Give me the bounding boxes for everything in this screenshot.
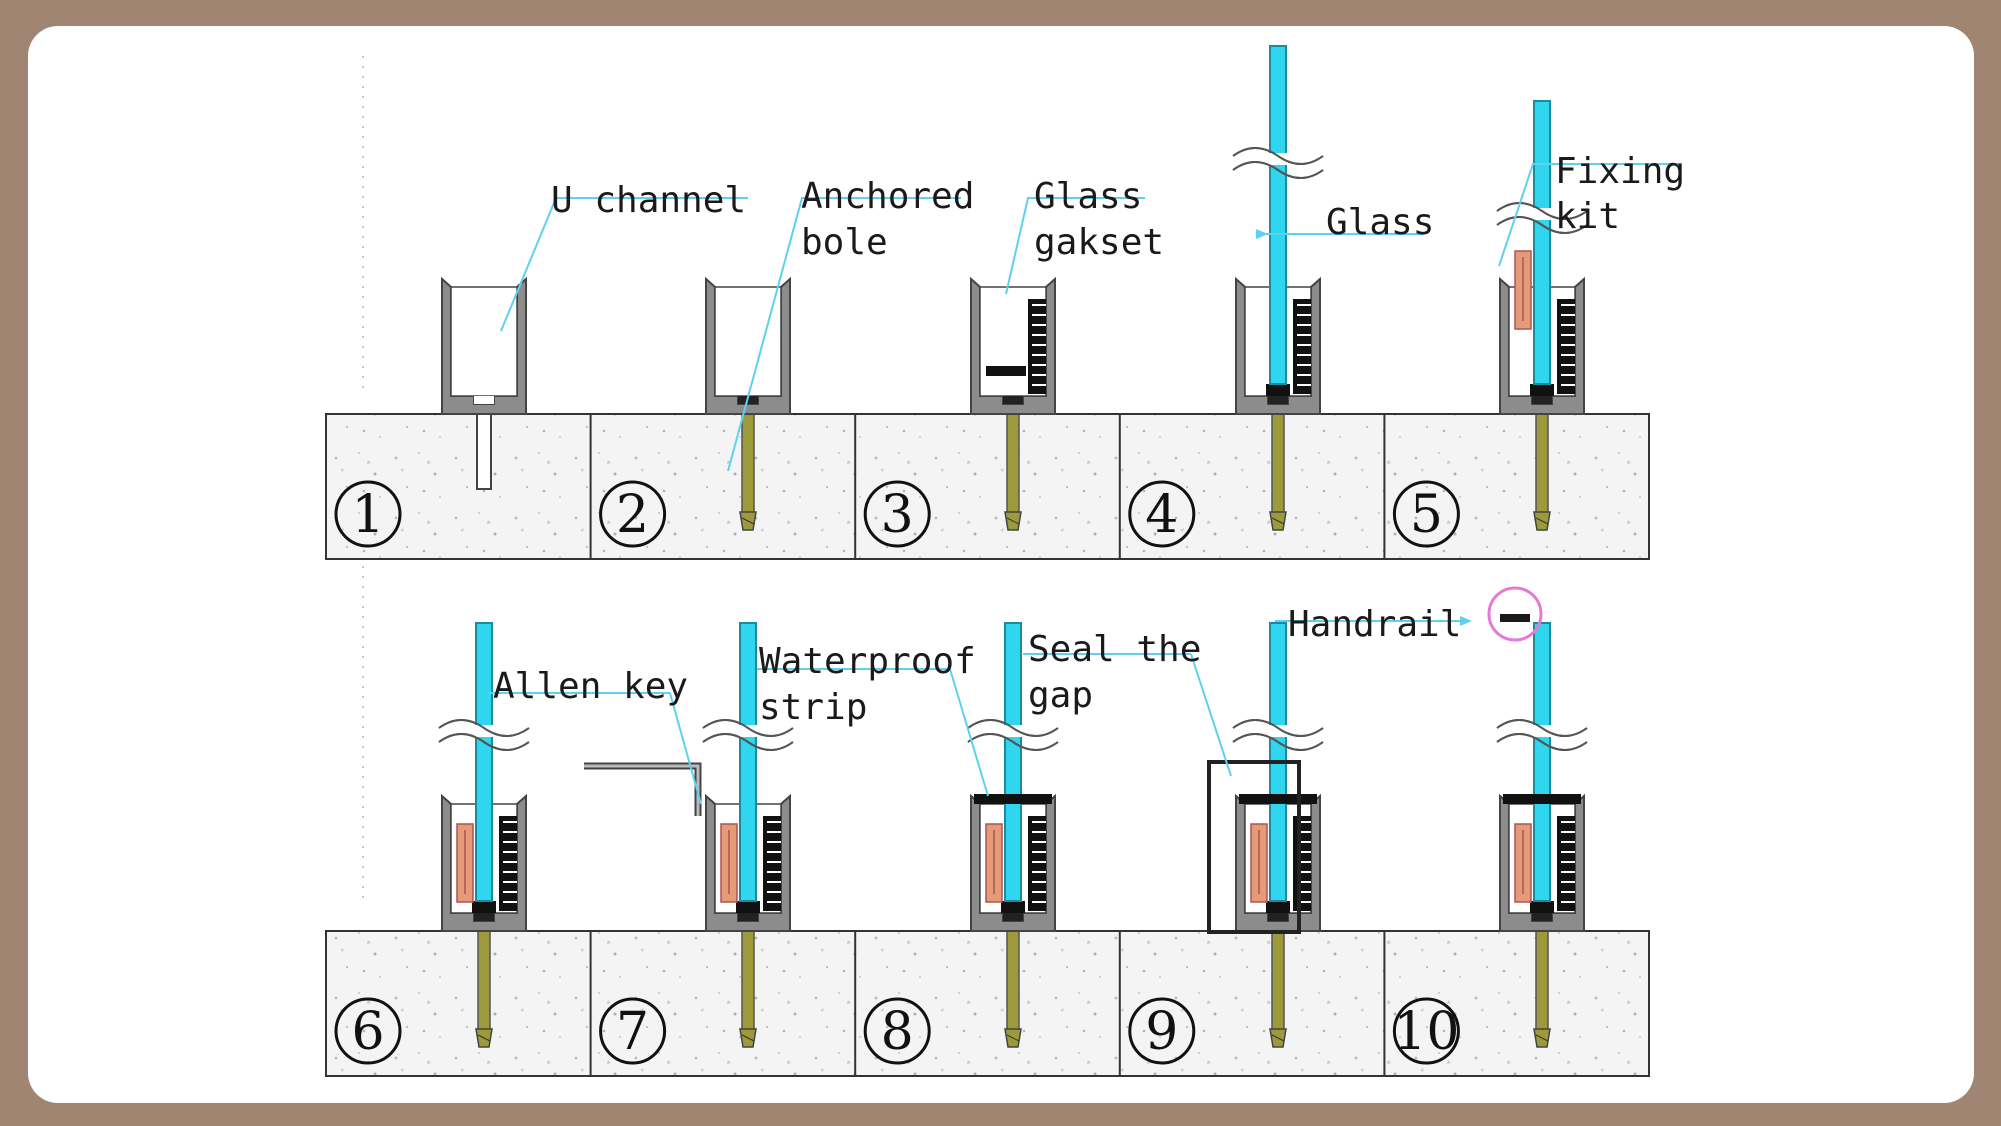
step-number-circle — [863, 480, 931, 548]
handrail-marker — [1487, 586, 1543, 642]
glass-gasket — [1028, 299, 1046, 394]
gasket-base-strip — [736, 901, 760, 913]
glass-panel — [739, 622, 757, 902]
step-number-label: 10 — [1393, 1002, 1459, 1062]
step-number-circle — [863, 997, 931, 1065]
label-waterproof-strip-line1: Waterproof — [759, 641, 976, 682]
gasket-base-strip — [1530, 384, 1554, 396]
glass-gasket — [499, 816, 517, 911]
anchor-bolt — [1271, 401, 1285, 515]
leader-lines — [488, 163, 1679, 805]
glass-gasket — [1293, 299, 1311, 394]
channel-base-bolt-head — [738, 913, 758, 921]
diagram-card: 1 2 3 4 5 6 7 8 9 10 U channel Anchored bole Glas… — [28, 26, 1974, 1103]
allen-key-tool — [584, 762, 702, 816]
step-number-label: 2 — [616, 485, 649, 545]
step-number-circle — [599, 480, 667, 548]
step-number-label: 9 — [1145, 1002, 1178, 1062]
step-number-circle — [1128, 480, 1196, 548]
waterproof-strip — [1239, 794, 1317, 804]
installation-diagram: 1 2 3 4 5 6 7 8 9 10 U channel Anchored bole Glas… — [325, 45, 1685, 1077]
label-u-channel: U channel — [551, 180, 746, 221]
anchor-bolt — [477, 918, 491, 1032]
step-7-assembly — [702, 622, 794, 1048]
anchor-bolt — [741, 401, 755, 515]
step-number-circle — [1392, 480, 1460, 548]
channel-base-bolt-head — [474, 913, 494, 921]
channel-base-bolt-head — [1268, 396, 1288, 404]
glass-panel — [475, 622, 493, 902]
label-glass-gakset-line2: gakset — [1034, 222, 1164, 263]
step-number-circle — [334, 997, 402, 1065]
label-fixing-kit-line1: Fixing — [1555, 151, 1685, 192]
step-number-label: 6 — [351, 1002, 384, 1062]
anchor-bolt — [1271, 918, 1285, 1032]
glass-gasket — [763, 816, 781, 911]
gasket-base-strip — [1266, 384, 1290, 396]
glass-panel — [1533, 622, 1551, 902]
channel-base-bolt-head — [1268, 913, 1288, 921]
step-3-assembly — [970, 276, 1056, 531]
label-glass: Glass — [1326, 202, 1434, 243]
gasket-base-strip — [1530, 901, 1554, 913]
step-5-assembly — [1496, 100, 1588, 531]
sealant-box — [1207, 760, 1301, 934]
step-number-label: 3 — [881, 485, 914, 545]
waterproof-strip — [974, 794, 1052, 804]
glass-panel — [1004, 622, 1022, 902]
glass-gasket — [1557, 299, 1575, 394]
step-number-circle — [1392, 997, 1460, 1065]
label-handrail: Handrail — [1288, 604, 1461, 645]
step-number-label: 8 — [881, 1002, 914, 1062]
step-number-circle — [599, 997, 667, 1065]
step-1-assembly — [441, 276, 527, 490]
label-allen-key: Allen key — [493, 666, 688, 707]
glass-gasket — [1557, 816, 1575, 911]
gasket-base-strip — [1001, 901, 1025, 913]
step-number-circle — [1128, 997, 1196, 1065]
step-4-assembly — [1232, 45, 1324, 531]
concrete-slab-row-2 — [325, 930, 1650, 1077]
step-number-label: 5 — [1410, 485, 1443, 545]
drill-hole — [476, 403, 492, 490]
label-glass-gakset-line1: Glass — [1034, 176, 1142, 217]
label-seal-the-gap-line1: Seal the — [1028, 629, 1201, 670]
gasket-base-strip — [472, 901, 496, 913]
anchor-bolt — [1535, 401, 1549, 515]
step-10-assembly — [1496, 622, 1588, 1048]
channel-slot — [450, 286, 518, 397]
label-anchored-bole-line2: bole — [801, 222, 888, 263]
step-8-assembly — [967, 622, 1059, 1048]
step-number-label: 7 — [616, 1002, 649, 1062]
step-number-circle — [334, 480, 402, 548]
concrete-slab-row-1 — [325, 413, 1650, 560]
anchor-bolt — [1535, 918, 1549, 1032]
channel-base-bolt-head — [474, 396, 494, 404]
channel-base-bolt-head — [1532, 396, 1552, 404]
channel-base-bolt-head — [1003, 396, 1023, 404]
channel-base-bolt-head — [1532, 913, 1552, 921]
glass-gasket — [1293, 816, 1311, 911]
channel-base-bolt-head — [1003, 913, 1023, 921]
handrail-cap — [1500, 614, 1530, 622]
step-6-assembly — [438, 622, 530, 1048]
gasket-base-strip — [1266, 901, 1290, 913]
gasket-base-strip — [986, 366, 1026, 376]
step-number-label: 1 — [351, 485, 384, 545]
label-fixing-kit-line2: kit — [1555, 196, 1620, 237]
glass-panel — [1269, 45, 1287, 385]
step-number-label: 4 — [1145, 485, 1178, 545]
glass-panel — [1533, 100, 1551, 385]
anchor-bolt — [1006, 918, 1020, 1032]
waterproof-strip — [1503, 794, 1581, 804]
channel-slot — [714, 286, 782, 397]
label-seal-the-gap-line2: gap — [1028, 675, 1093, 716]
step-2-assembly — [705, 276, 791, 531]
label-anchored-bole-line1: Anchored — [801, 176, 974, 217]
anchor-bolt — [1006, 401, 1020, 515]
glass-gasket — [1028, 816, 1046, 911]
label-waterproof-strip-line2: strip — [759, 687, 867, 728]
anchor-bolt — [741, 918, 755, 1032]
